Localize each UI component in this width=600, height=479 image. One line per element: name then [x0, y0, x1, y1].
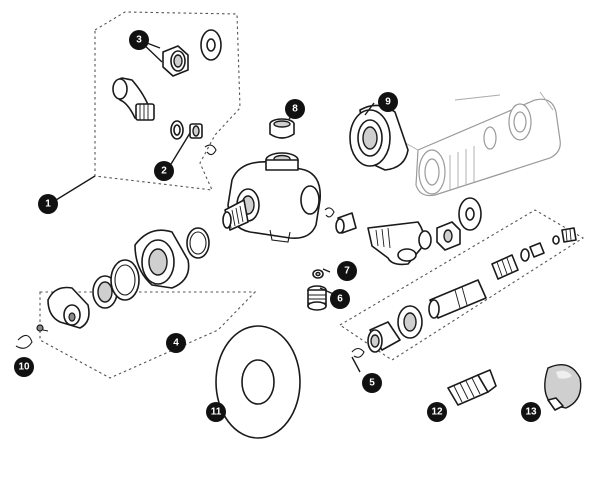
part-12-extension-piece — [447, 369, 497, 406]
outlet-olive — [335, 212, 357, 234]
shroud — [134, 229, 190, 289]
part-7-washer — [312, 269, 324, 279]
leader-lines — [55, 39, 375, 373]
extension-sleeve — [491, 254, 519, 280]
svg-text:8: 8 — [292, 104, 298, 115]
extension-small-parts — [520, 227, 577, 262]
part-2-olive-set — [170, 120, 217, 156]
part-8-cap — [269, 118, 295, 139]
callout-11: 11 — [206, 402, 226, 422]
group-1-dashed-outline — [94, 11, 241, 191]
valve-spindle — [222, 199, 249, 231]
callout-9: 9 — [378, 92, 398, 112]
valve-body — [227, 152, 322, 243]
svg-text:9: 9 — [385, 97, 391, 108]
callout-10: 10 — [14, 357, 34, 377]
callout-2: 2 — [154, 161, 174, 181]
callout-5: 5 — [362, 373, 382, 393]
callout-8: 8 — [285, 99, 305, 119]
control-knob — [47, 286, 90, 329]
outlet-nut — [418, 221, 461, 251]
svg-text:3: 3 — [136, 35, 142, 46]
extension-clip — [351, 347, 365, 358]
part-13-lever-handle — [544, 364, 582, 411]
svg-text:10: 10 — [18, 362, 30, 373]
callout-6: 6 — [330, 289, 350, 309]
svg-text:13: 13 — [525, 407, 537, 418]
part-3-nut — [162, 45, 189, 77]
part-6-fitting — [307, 285, 327, 311]
svg-text:7: 7 — [344, 266, 350, 277]
part-3-washer — [200, 29, 222, 61]
callout-12: 12 — [427, 402, 447, 422]
extension-nut — [367, 321, 401, 353]
svg-text:2: 2 — [161, 166, 167, 177]
svg-text:6: 6 — [337, 294, 343, 305]
knob-o-ring — [110, 259, 140, 301]
outlet-elbow — [367, 221, 425, 266]
outlet-washer — [458, 197, 482, 231]
cartridge-detail-ghost — [399, 91, 561, 197]
extension-shaft — [428, 279, 487, 319]
extension-collar — [397, 305, 423, 339]
outlet-clip — [324, 207, 335, 218]
group-4-dashed-outline — [39, 291, 257, 379]
callout-4: 4 — [166, 333, 186, 353]
callout-1: 1 — [38, 194, 58, 214]
callout-13: 13 — [521, 402, 541, 422]
part-10-clip — [15, 334, 33, 349]
part-11-cover-plate — [215, 325, 301, 439]
svg-text:11: 11 — [211, 407, 222, 418]
knob-small-screw — [36, 324, 49, 332]
elbow-fitting — [112, 77, 155, 121]
shroud-o-ring — [186, 227, 210, 259]
callout-7: 7 — [337, 261, 357, 281]
svg-text:12: 12 — [431, 407, 443, 418]
part-9-ring — [349, 104, 409, 171]
callout-3: 3 — [129, 30, 149, 50]
svg-text:5: 5 — [369, 378, 375, 389]
svg-text:1: 1 — [45, 199, 51, 210]
svg-text:4: 4 — [173, 338, 179, 349]
